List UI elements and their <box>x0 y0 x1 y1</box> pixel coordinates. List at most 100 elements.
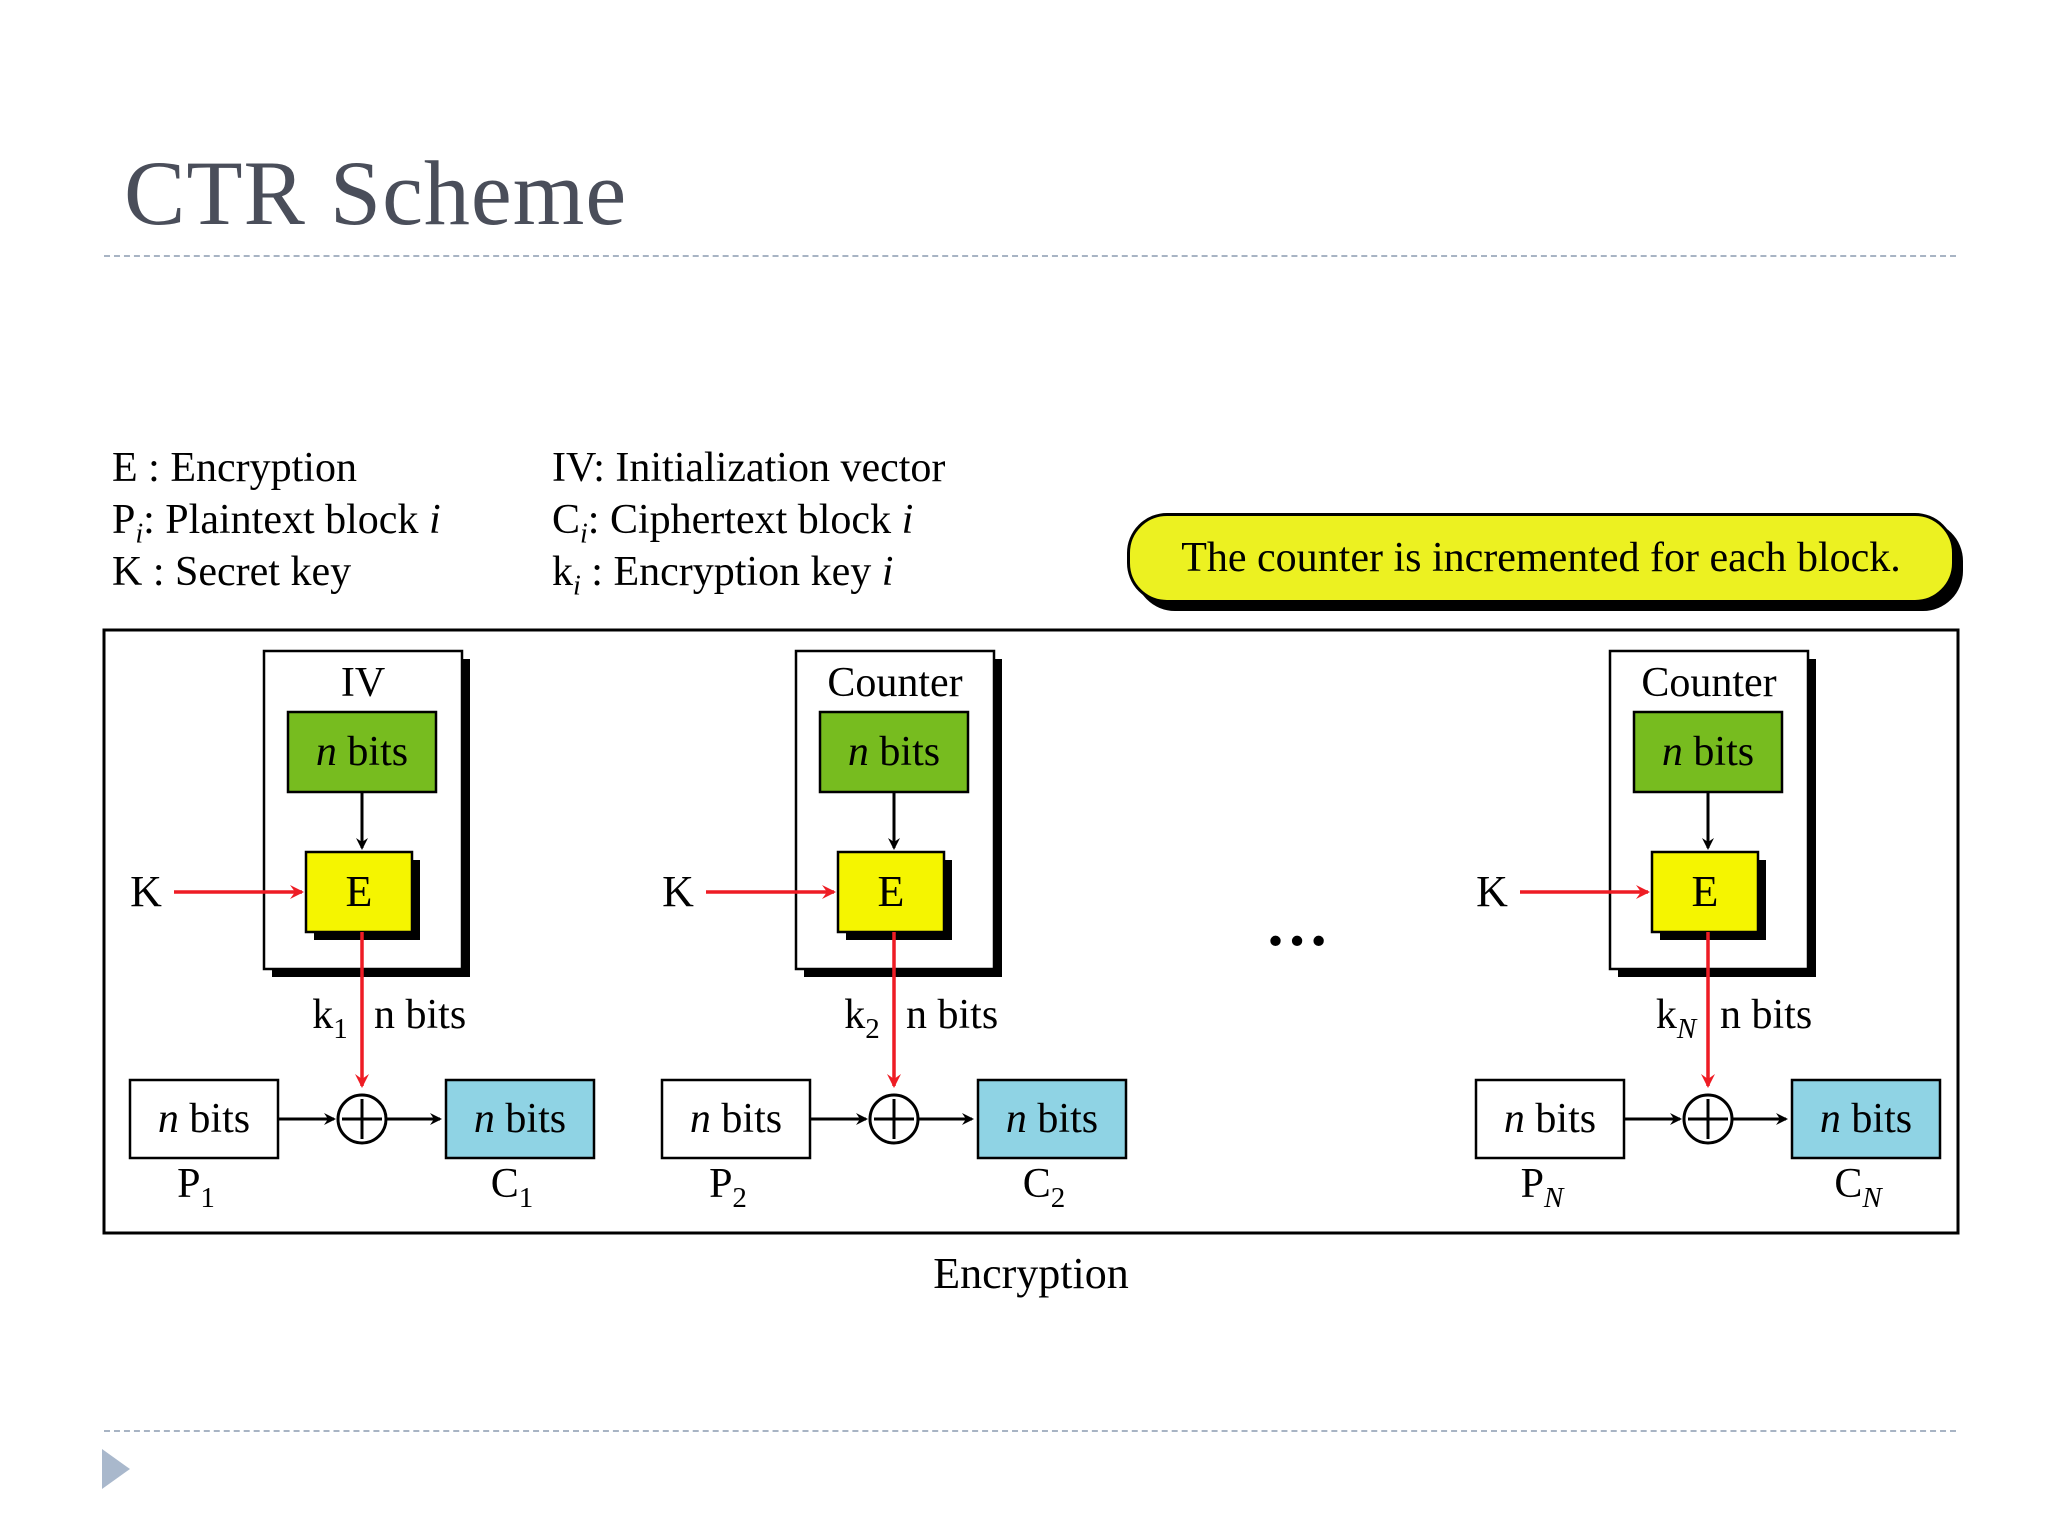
ellipsis: … <box>1265 888 1329 959</box>
counter-bits-block <box>818 710 970 794</box>
legend-row-iv: IV: Initialization vector <box>552 442 945 494</box>
plaintext-block <box>128 1078 280 1160</box>
label-main: P <box>1521 1161 1544 1207</box>
bits-n: n <box>158 1096 179 1142</box>
legend-symbol: P <box>112 497 136 543</box>
label-main: P <box>177 1161 200 1207</box>
bits-n: n <box>690 1096 711 1142</box>
label-subscript: 1 <box>519 1182 534 1214</box>
label-main: P <box>709 1161 732 1207</box>
counter-callout: The counter is incremented for each bloc… <box>1127 513 1955 603</box>
counter-bits-block <box>1632 710 1784 794</box>
legend-right: IV: Initialization vector Ci: Ciphertext… <box>552 442 945 602</box>
label-subscript: 1 <box>333 1013 348 1045</box>
legend-row-p: Pi: Plaintext block i <box>112 494 441 550</box>
bits-n: n <box>1820 1096 1841 1142</box>
legend-row-c: Ci: Ciphertext block i <box>552 494 945 550</box>
bits-n: n <box>848 729 869 775</box>
counter-box-label: Counter <box>827 660 962 706</box>
label-subscript: N <box>1861 1182 1883 1214</box>
label-main: k <box>1656 992 1677 1038</box>
legend-text: : Initialization vector <box>593 445 946 491</box>
bits-n: n <box>316 729 337 775</box>
diagram-caption: Encryption <box>933 1249 1129 1298</box>
legend-symbol: E <box>112 445 138 491</box>
keystream-label: k1 <box>312 992 348 1045</box>
ciphertext-label: C1 <box>491 1161 534 1214</box>
slide-title: CTR Scheme <box>124 142 628 244</box>
label-main: C <box>1834 1161 1862 1207</box>
key-input-label: K <box>130 867 162 916</box>
bits-n: n <box>1504 1096 1525 1142</box>
keystream-bits-label: n bits <box>906 992 998 1038</box>
bits-n: n <box>474 1096 495 1142</box>
key-input-label: K <box>1476 867 1508 916</box>
ciphertext-block <box>444 1078 596 1160</box>
ciphertext-label: CN <box>1834 1161 1883 1214</box>
bits-word: bits <box>1683 729 1754 775</box>
legend-italic: i <box>428 497 441 543</box>
encrypt-label: E <box>1692 867 1719 916</box>
bits-word: bits <box>179 1096 250 1142</box>
ciphertext-block <box>976 1078 1128 1160</box>
counter-bits-label: n bits <box>848 729 940 775</box>
legend-text: : Encryption <box>137 445 357 491</box>
title-divider <box>104 255 1956 257</box>
legend-symbol: IV <box>552 445 594 491</box>
slide-nav-arrow-icon[interactable] <box>102 1449 130 1489</box>
label-main: k <box>844 992 865 1038</box>
plaintext-label: P2 <box>709 1161 747 1214</box>
counter-box-label: Counter <box>1641 660 1776 706</box>
legend-symbol: K <box>112 549 143 595</box>
legend-subscript: i <box>573 570 581 602</box>
ciphertext-bits-label: n bits <box>474 1096 566 1142</box>
bits-word: bits <box>711 1096 782 1142</box>
encrypt-block <box>1650 850 1760 934</box>
keystream-label: kN <box>1656 992 1698 1045</box>
label-main: C <box>1023 1161 1051 1207</box>
keystream-bits-label: n bits <box>1720 992 1812 1038</box>
bits-n: n <box>1006 1096 1027 1142</box>
legend-subscript: i <box>135 518 144 550</box>
plaintext-bits-label: n bits <box>690 1096 782 1142</box>
label-subscript: N <box>1543 1182 1565 1214</box>
ciphertext-block <box>1790 1078 1942 1160</box>
encrypt-label: E <box>346 867 373 916</box>
plaintext-bits-label: n bits <box>158 1096 250 1142</box>
legend-left: E : Encryption Pi: Plaintext block i K :… <box>112 442 441 598</box>
ciphertext-bits-label: n bits <box>1006 1096 1098 1142</box>
counter-bits-label: n bits <box>1662 729 1754 775</box>
encrypt-block <box>304 850 414 934</box>
bits-word: bits <box>1525 1096 1596 1142</box>
label-subscript: N <box>1676 1013 1698 1045</box>
bits-word: bits <box>1841 1096 1912 1142</box>
plaintext-label: P1 <box>177 1161 215 1214</box>
legend-subscript: i <box>580 518 588 550</box>
legend-italic: i <box>901 497 914 543</box>
keystream-bits-label: n bits <box>374 992 466 1038</box>
legend-text: : Secret key <box>142 549 352 595</box>
counter-box-label: IV <box>341 660 385 706</box>
label-subscript: 1 <box>200 1182 215 1214</box>
legend-symbol: C <box>552 497 581 543</box>
legend-row-ki: ki : Encryption key i <box>552 546 945 602</box>
legend-row-e: E : Encryption <box>112 442 441 494</box>
label-subscript: 2 <box>732 1182 747 1214</box>
bits-word: bits <box>337 729 408 775</box>
bits-word: bits <box>869 729 940 775</box>
ciphertext-bits-label: n bits <box>1820 1096 1912 1142</box>
label-subscript: 2 <box>1051 1182 1066 1214</box>
legend-italic: i <box>881 549 894 595</box>
plaintext-block <box>1474 1078 1626 1160</box>
encrypt-block <box>836 850 946 934</box>
ciphertext-label: C2 <box>1023 1161 1066 1214</box>
counter-bits-label: n bits <box>316 729 408 775</box>
plaintext-block <box>660 1078 812 1160</box>
label-main: k <box>312 992 333 1038</box>
label-subscript: 2 <box>865 1013 880 1045</box>
